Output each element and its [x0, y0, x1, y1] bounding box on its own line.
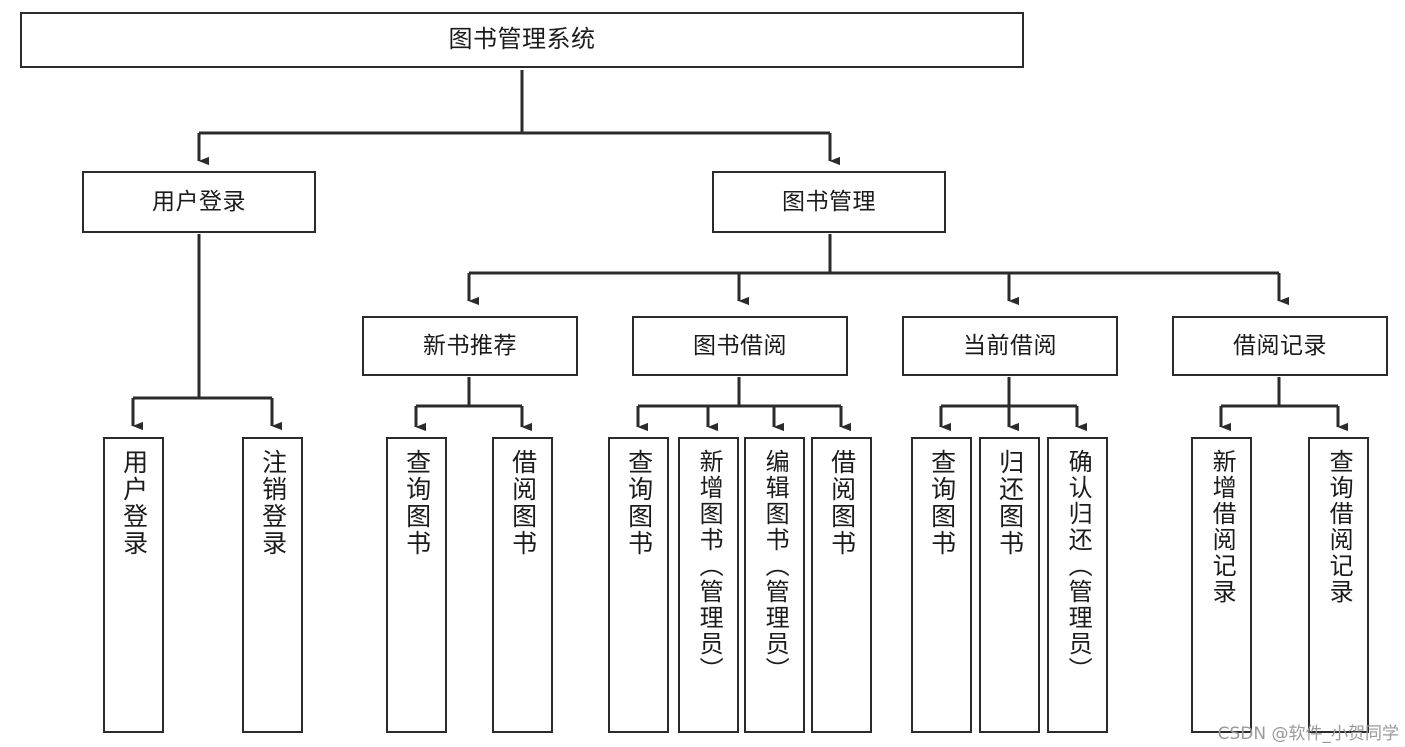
node-borrow-record[interactable]: 借阅记录	[1172, 316, 1388, 376]
node-leaf-borrow-book-2[interactable]: 借阅图书	[811, 437, 872, 733]
node-root-label: 图书管理系统	[448, 25, 596, 54]
node-leaf-user-login-label: 用户登录	[119, 449, 149, 557]
node-leaf-edit-book-label: 编辑图书（管理员）	[761, 449, 790, 683]
node-root[interactable]: 图书管理系统	[20, 12, 1024, 68]
node-user-login-label: 用户登录	[152, 188, 246, 215]
node-user-login[interactable]: 用户登录	[82, 171, 316, 233]
node-current-borrow-label: 当前借阅	[963, 332, 1057, 359]
node-leaf-edit-book[interactable]: 编辑图书（管理员）	[744, 437, 805, 733]
node-new-book-rec[interactable]: 新书推荐	[362, 316, 578, 376]
node-leaf-add-book[interactable]: 新增图书（管理员）	[678, 437, 739, 733]
node-new-book-rec-label: 新书推荐	[423, 332, 517, 359]
node-leaf-add-record-label: 新增借阅记录	[1208, 449, 1237, 605]
node-leaf-borrow-book-1-label: 借阅图书	[508, 449, 538, 557]
node-leaf-return-book-label: 归还图书	[995, 449, 1025, 557]
node-leaf-confirm-return[interactable]: 确认归还（管理员）	[1047, 437, 1108, 733]
node-book-borrow[interactable]: 图书借阅	[632, 316, 848, 376]
node-leaf-query-book-3-label: 查询图书	[927, 449, 957, 557]
node-leaf-query-book-1-label: 查询图书	[402, 449, 432, 557]
node-leaf-query-record[interactable]: 查询借阅记录	[1308, 437, 1369, 733]
node-borrow-record-label: 借阅记录	[1233, 332, 1327, 359]
node-leaf-confirm-return-label: 确认归还（管理员）	[1064, 449, 1093, 683]
node-book-manage[interactable]: 图书管理	[712, 171, 946, 233]
node-leaf-logout-login-label: 注销登录	[258, 449, 288, 557]
node-leaf-query-record-label: 查询借阅记录	[1325, 449, 1354, 605]
node-leaf-query-book-2-label: 查询图书	[624, 449, 654, 557]
node-leaf-user-login[interactable]: 用户登录	[103, 437, 164, 733]
node-leaf-query-book-1[interactable]: 查询图书	[386, 437, 447, 733]
node-leaf-add-book-label: 新增图书（管理员）	[695, 449, 724, 683]
node-current-borrow[interactable]: 当前借阅	[902, 316, 1118, 376]
watermark-text: CSDN @软件_小贺同学	[1217, 724, 1399, 744]
node-leaf-add-record[interactable]: 新增借阅记录	[1191, 437, 1252, 733]
node-leaf-query-book-3[interactable]: 查询图书	[911, 437, 972, 733]
node-leaf-query-book-2[interactable]: 查询图书	[608, 437, 669, 733]
node-leaf-logout-login[interactable]: 注销登录	[242, 437, 303, 733]
node-leaf-return-book[interactable]: 归还图书	[979, 437, 1040, 733]
node-leaf-borrow-book-2-label: 借阅图书	[827, 449, 857, 557]
node-book-borrow-label: 图书借阅	[693, 332, 787, 359]
node-leaf-borrow-book-1[interactable]: 借阅图书	[492, 437, 553, 733]
node-book-manage-label: 图书管理	[782, 188, 876, 215]
